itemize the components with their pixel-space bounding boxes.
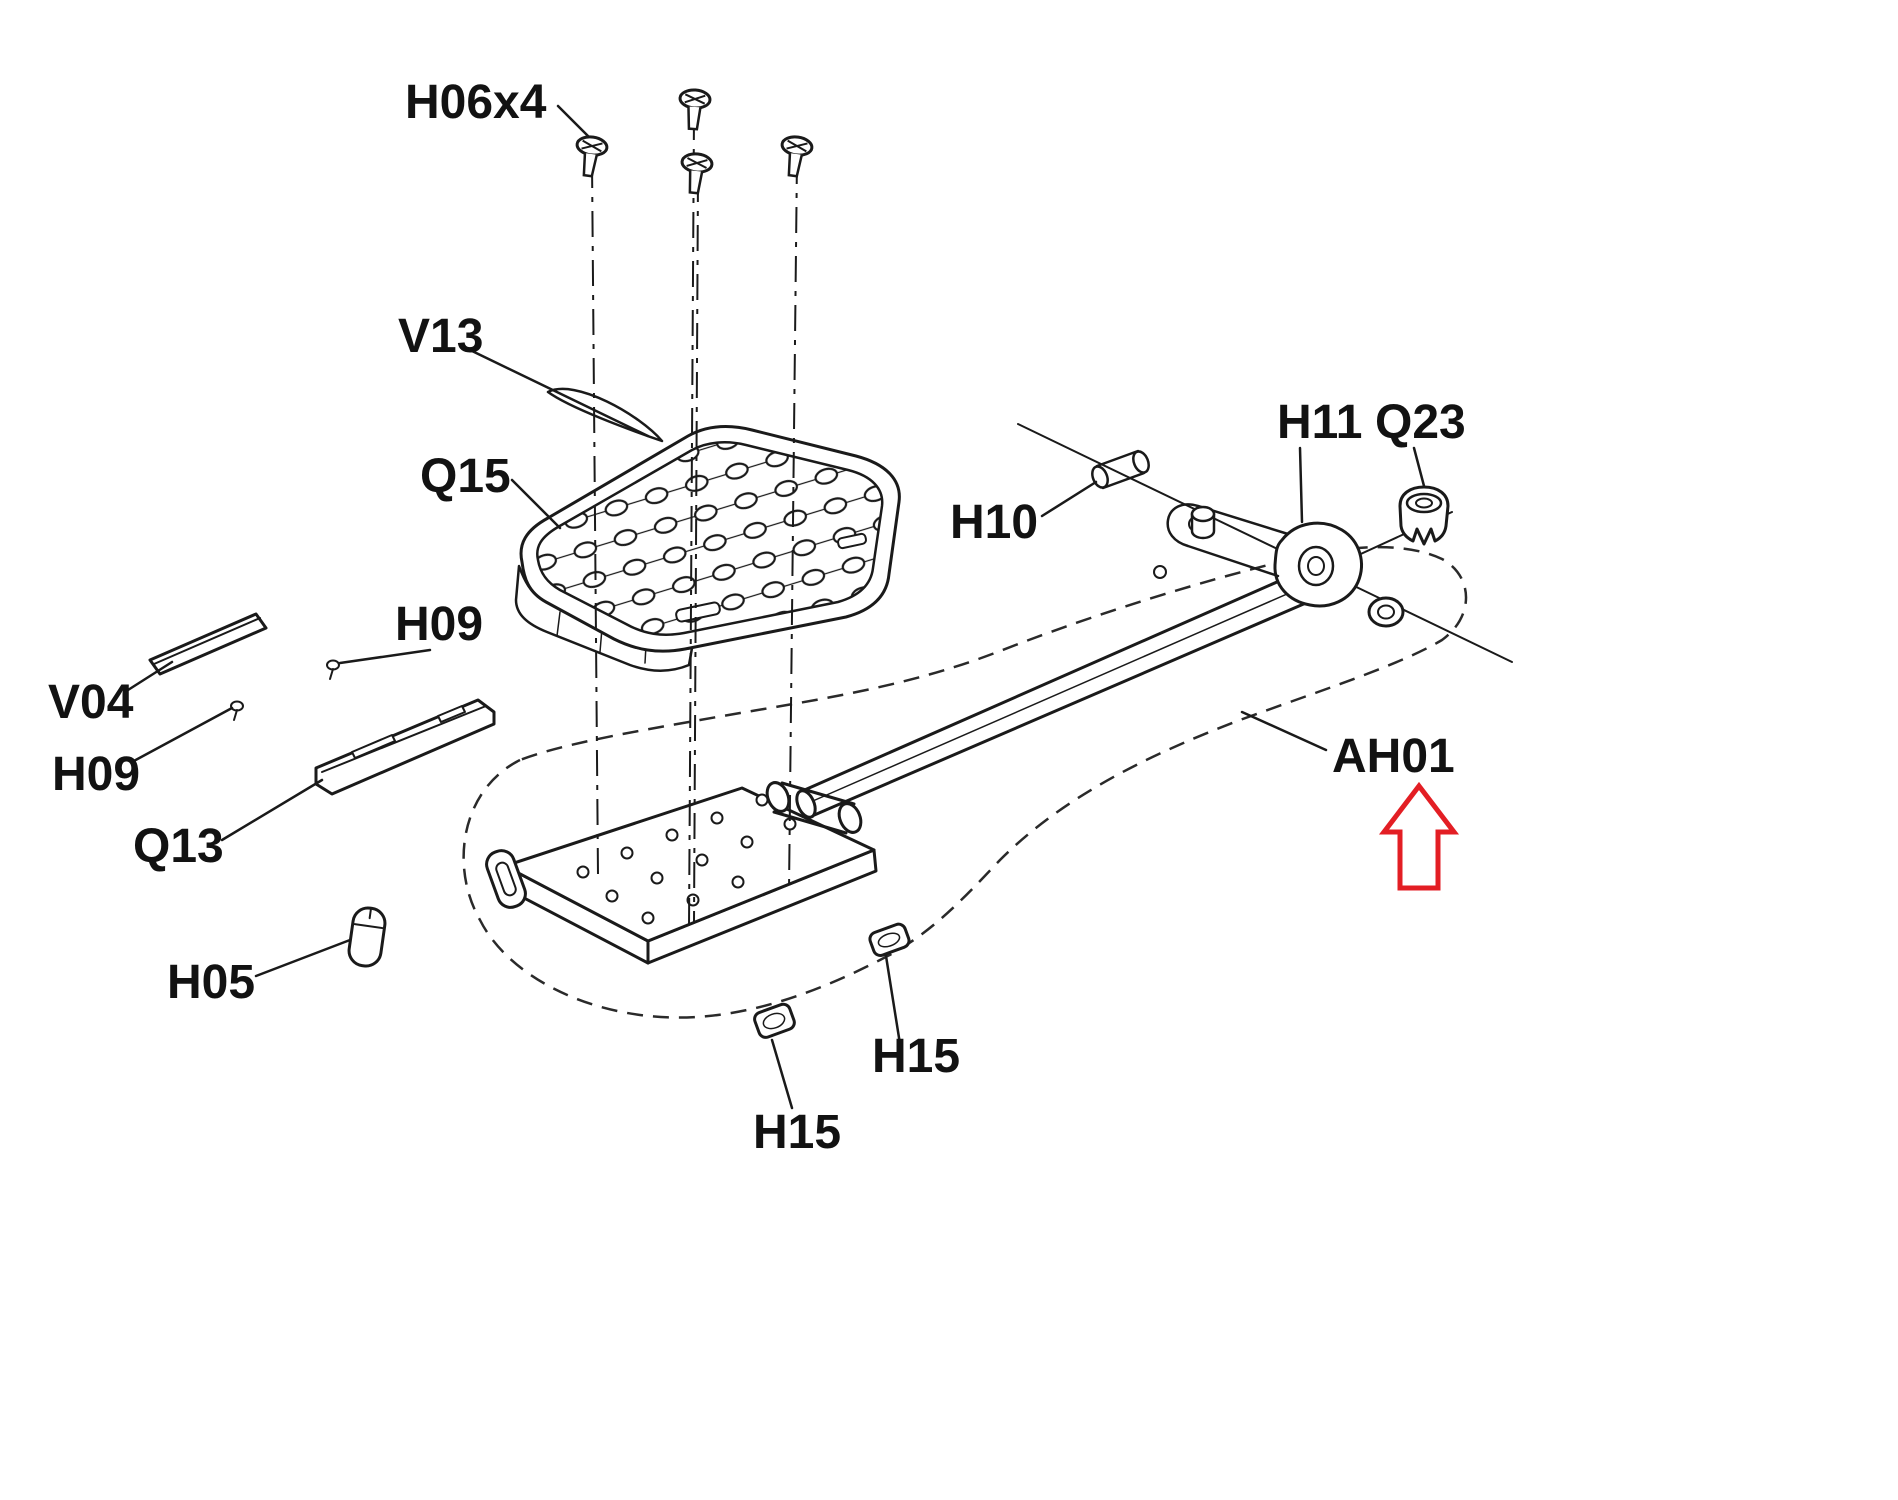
- leader-h10: [1040, 480, 1098, 518]
- plate-holes: [576, 793, 797, 925]
- screw-h06-1: [571, 133, 610, 180]
- screw-centerlines: [591, 113, 798, 929]
- label-ah01: AH01: [1332, 730, 1455, 783]
- clip-h05: [347, 906, 387, 968]
- rail-q13: [314, 698, 496, 796]
- leader-h05: [254, 938, 352, 978]
- label-h11: H11: [1277, 396, 1362, 449]
- label-q23: Q23: [1375, 396, 1466, 449]
- bushing: [1190, 505, 1216, 540]
- leader-v13: [468, 348, 650, 438]
- leader-v04: [126, 660, 174, 692]
- label-q13: Q13: [133, 820, 224, 873]
- leader-h11: [1298, 446, 1304, 524]
- leader-q15: [510, 478, 562, 530]
- plate-axle-tube: [765, 781, 863, 835]
- label-h06x4: H06x4: [405, 76, 547, 129]
- leader-q13: [220, 778, 324, 842]
- arm-bracket: [1166, 503, 1290, 578]
- leader-ah01: [1240, 710, 1328, 752]
- label-h09-lower: H09: [52, 748, 140, 801]
- pedal-arm-ah01: [795, 503, 1363, 819]
- label-h15-left: H15: [753, 1106, 841, 1159]
- screw-h06-4: [776, 133, 815, 180]
- axle-nut: [1367, 596, 1405, 628]
- assembly-outline-ah01: [462, 545, 1468, 1019]
- arm-tube-end: [795, 789, 817, 819]
- screw-h06-3: [677, 150, 715, 196]
- pad-grip-area: [536, 441, 884, 636]
- end-cap-h15-left: [753, 1002, 796, 1039]
- label-h09-upper: H09: [395, 598, 483, 651]
- label-h10: H10: [950, 496, 1038, 549]
- pedal-pad-q15: [514, 425, 901, 672]
- axis-line: [1017, 423, 1513, 663]
- highlight-arrow-ah01: [1378, 781, 1460, 891]
- pad-side-slot: [837, 532, 867, 550]
- leader-lines: [126, 104, 1426, 1110]
- arm-small-hole: [1153, 565, 1167, 579]
- label-h15-right: H15: [872, 1030, 960, 1083]
- label-h05: H05: [167, 956, 255, 1009]
- strip-v04: [148, 612, 268, 676]
- label-v04: V04: [48, 676, 134, 729]
- leader-q23: [1412, 446, 1426, 488]
- plate-pivot-lug: [485, 849, 527, 909]
- pedal-base-plate: [485, 781, 878, 965]
- knob-q23: [1398, 485, 1450, 546]
- screw-h09-lower: [230, 700, 244, 721]
- label-q15: Q15: [420, 450, 511, 503]
- label-v13: V13: [398, 310, 483, 363]
- leader-h15-right: [884, 954, 902, 1046]
- pad-toe-slot: [675, 601, 721, 623]
- screw-h06-2: [676, 87, 713, 132]
- leader-h15-left: [770, 1038, 794, 1110]
- end-cap-h15-right: [868, 922, 911, 957]
- leader-h06x4: [556, 104, 590, 138]
- leader-h09-upper: [338, 648, 432, 665]
- screw-h09-upper: [326, 659, 340, 680]
- leader-h09-lower: [130, 706, 234, 764]
